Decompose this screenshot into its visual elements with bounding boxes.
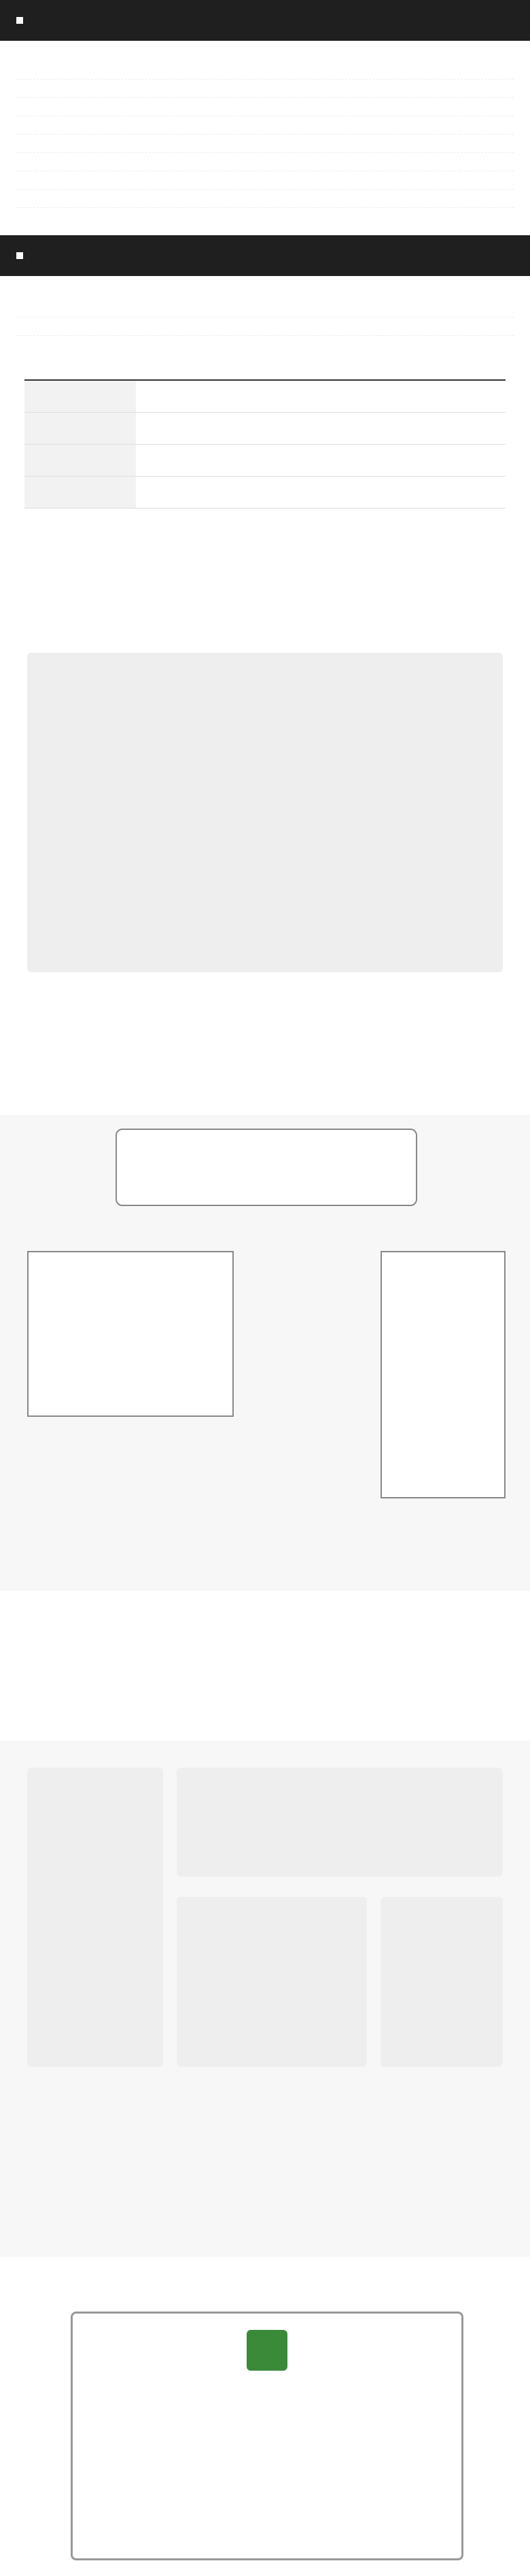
cable-legend: [381, 1251, 506, 1498]
car-top-view: [27, 1768, 163, 2067]
camera-mount-photo: [177, 1897, 367, 2067]
install-photos: [177, 1768, 503, 1876]
rear-camera-photo: [381, 1897, 503, 2067]
green-shipping-box: [71, 2312, 463, 2560]
spec-table: [24, 379, 506, 509]
square-icon: [16, 252, 23, 259]
caution-bar: [0, 235, 530, 276]
notice-bar: [0, 0, 530, 41]
notice-text: [16, 61, 514, 211]
mirror-monitor: [116, 1129, 417, 1206]
room-wiring-diagram: [0, 1115, 530, 1591]
package-icon: [247, 2330, 287, 2371]
caution-text: [16, 299, 514, 340]
square-icon: [16, 17, 23, 24]
wide-angle-photo: [27, 653, 503, 972]
camera-wiring-diagram: [0, 1740, 530, 2257]
reverse-light-panel: [27, 1251, 234, 1417]
